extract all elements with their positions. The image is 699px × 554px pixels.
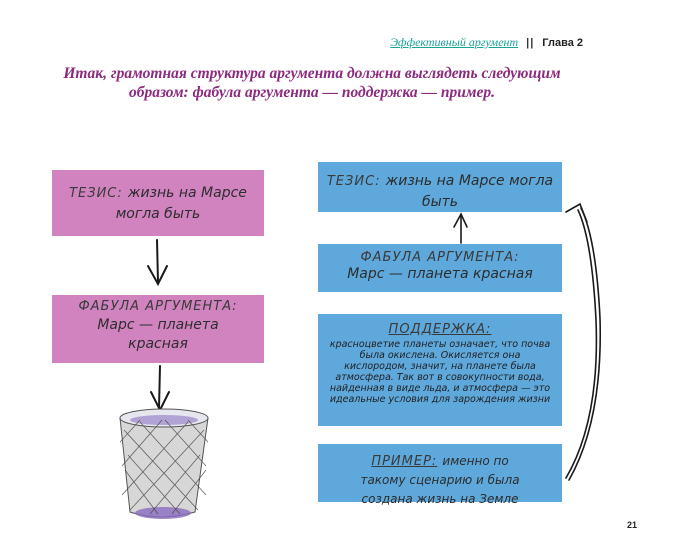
right-example-box: ПРИМЕР: именно по такому сценарию и была…: [318, 444, 562, 506]
header-separator: ||: [526, 36, 535, 49]
left-fable-box: ФАБУЛА АРГУМЕНТА: Марс — планета красная: [52, 295, 264, 363]
down-arrow-icon: [150, 365, 170, 413]
right-thesis-text: жизнь на Марсе могла быть: [385, 173, 554, 210]
up-arrow-icon: [453, 212, 468, 244]
right-fable-box: ФАБУЛА АРГУМЕНТА: Марс — планета красная: [318, 244, 562, 292]
page-number: 21: [626, 520, 637, 530]
left-thesis-text: жизнь на Марсе могла быть: [115, 185, 247, 222]
right-fable-text: Марс — планета красная: [347, 266, 533, 282]
chapter-label: Глава 2: [542, 36, 583, 49]
intro-paragraph: Итак, грамотная структура аргумента долж…: [63, 65, 561, 101]
left-fable-label: ФАБУЛА АРГУМЕНТА:: [78, 299, 238, 314]
right-fable-label: ФАБУЛА АРГУМЕНТА:: [360, 250, 520, 265]
running-header: Эффективный аргумент || Глава 2: [390, 35, 583, 50]
book-title-link[interactable]: Эффективный аргумент: [390, 35, 519, 49]
right-support-box: ПОДДЕРЖКА: красноцветие планеты означает…: [318, 314, 562, 426]
return-arrow-icon: [565, 202, 602, 481]
right-thesis-label: ТЕЗИС:: [326, 174, 381, 189]
left-fable-text: Марс — планета красная: [97, 317, 219, 352]
trash-can-icon: [119, 408, 209, 519]
right-example-label: ПРИМЕР:: [371, 454, 438, 469]
down-arrow-icon: [147, 239, 168, 287]
right-support-text: красноцветие планеты означает, что почва…: [329, 339, 551, 405]
right-support-label: ПОДДЕРЖКА:: [388, 322, 492, 337]
left-thesis-box: ТЕЗИС: жизнь на Марсе могла быть: [52, 170, 264, 236]
left-thesis-label: ТЕЗИС:: [69, 186, 123, 201]
right-example-text: именно по такому сценарию и была создана…: [360, 454, 520, 506]
right-thesis-box: ТЕЗИС: жизнь на Марсе могла быть: [318, 162, 562, 212]
